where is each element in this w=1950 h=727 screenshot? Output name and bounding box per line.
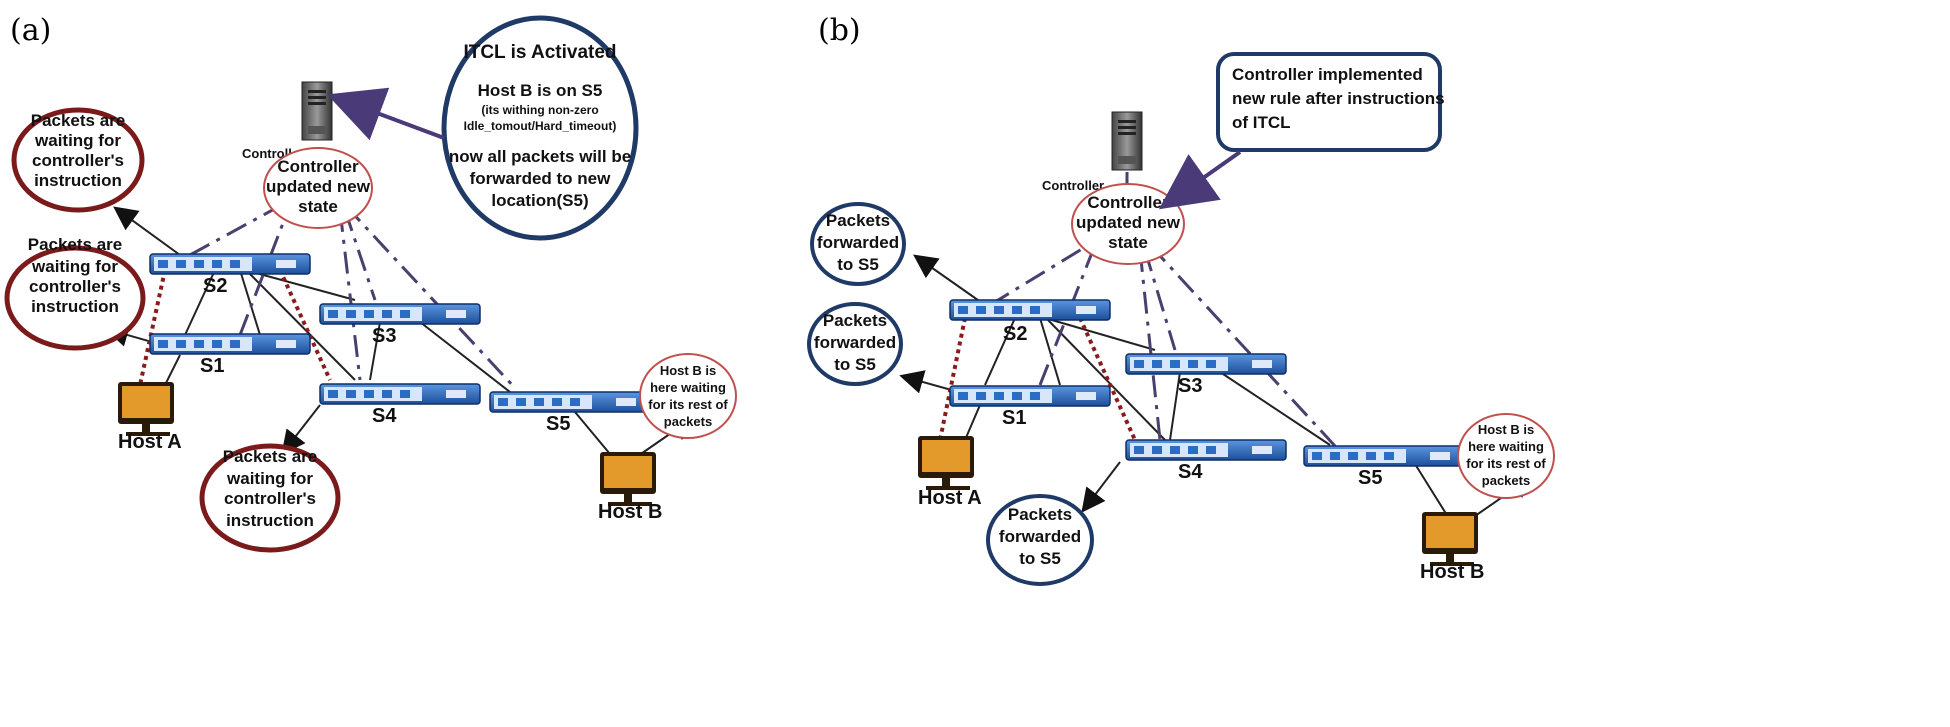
note-waiting-bottom: Packets are waiting for controller's ins… — [199, 443, 341, 553]
note-hostb-waiting: Host B is here waiting for its rest of p… — [639, 353, 737, 439]
switch-s3-label-b: S3 — [1178, 375, 1202, 397]
svg-text:waiting for: waiting for — [31, 257, 118, 276]
svg-text:Packets: Packets — [823, 311, 887, 330]
controller-server-icon — [301, 81, 333, 141]
svg-text:Packets are: Packets are — [28, 235, 123, 254]
svg-text:to S5: to S5 — [837, 255, 879, 274]
svg-text:now all packets will be: now all packets will be — [449, 147, 631, 166]
switch-s1-label: S1 — [200, 355, 224, 377]
note-controller-rule: Controller implemented new rule after in… — [1216, 52, 1445, 152]
note-waiting-middle: Packets are waiting for controller's ins… — [4, 235, 146, 351]
svg-text:instruction: instruction — [31, 297, 119, 316]
switch-s3-icon — [319, 303, 481, 325]
svg-text:forwarded: forwarded — [817, 233, 899, 252]
panel-b-label: (b) — [818, 13, 861, 48]
panel-a-label: (a) — [10, 13, 51, 48]
svg-text:new rule after instructions: new rule after instructions — [1232, 89, 1445, 108]
switch-s4-label-b: S4 — [1178, 461, 1203, 483]
switch-s3-label: S3 — [372, 325, 396, 347]
svg-text:instruction: instruction — [226, 511, 314, 530]
svg-text:Packets: Packets — [826, 211, 890, 230]
svg-text:Host B is on S5: Host B is on S5 — [478, 81, 603, 100]
note-controller-state: Controller updated new state — [263, 147, 373, 229]
svg-text:updated new: updated new — [1076, 213, 1181, 232]
switch-s4-icon — [319, 383, 481, 405]
host-a-label: Host A — [118, 431, 182, 453]
svg-text:Packets are: Packets are — [223, 447, 318, 466]
svg-text:for its rest of: for its rest of — [1466, 456, 1546, 471]
svg-text:waiting for: waiting for — [226, 469, 313, 488]
switch-s4-icon-b — [1125, 439, 1287, 461]
note-waiting-top: Packets are waiting for controller's ins… — [11, 107, 145, 213]
svg-text:to S5: to S5 — [1019, 549, 1061, 568]
itcl-to-controller-arrow — [327, 87, 445, 141]
panel-a: (a) — [4, 13, 737, 553]
note-forwarded-middle: Packets forwarded to S5 — [807, 302, 903, 386]
switch-s2-icon-b — [949, 299, 1111, 321]
svg-text:(its withing non-zero: (its withing non-zero — [481, 103, 598, 117]
switch-s1-icon-b — [949, 385, 1111, 407]
svg-text:Host B is: Host B is — [1478, 422, 1534, 437]
switch-s3-icon-b — [1125, 353, 1287, 375]
host-a-label-b: Host A — [918, 487, 982, 509]
host-a-icon-b — [918, 436, 974, 490]
switch-s1-label-b: S1 — [1002, 407, 1026, 429]
switch-s2-label-b: S2 — [1003, 323, 1027, 345]
host-b-icon-b — [1422, 512, 1478, 566]
svg-text:Packets: Packets — [1008, 505, 1072, 524]
switch-s5-icon — [489, 391, 651, 413]
svg-text:state: state — [1108, 233, 1148, 252]
controller-label-b: Controller — [1042, 178, 1104, 193]
note-forwarded-bottom: Packets forwarded to S5 — [986, 494, 1094, 586]
svg-text:updated new: updated new — [266, 177, 371, 196]
svg-text:of ITCL: of ITCL — [1232, 113, 1291, 132]
host-b-label: Host B — [598, 501, 662, 523]
switch-s4-label: S4 — [372, 405, 397, 427]
host-b-icon — [600, 452, 656, 506]
note-forwarded-top: Packets forwarded to S5 — [810, 202, 906, 286]
svg-text:packets: packets — [664, 414, 712, 429]
svg-text:forwarded to new: forwarded to new — [470, 169, 612, 188]
svg-text:forwarded: forwarded — [999, 527, 1081, 546]
svg-text:controller's: controller's — [224, 489, 316, 508]
note-controller-state-b: Controller updated new state — [1071, 183, 1185, 265]
svg-text:here waiting: here waiting — [650, 380, 726, 395]
svg-text:Controller: Controller — [1087, 193, 1169, 212]
switch-s5-label-b: S5 — [1358, 467, 1382, 489]
svg-text:controller's: controller's — [32, 151, 124, 170]
panel-a-data-paths — [138, 269, 332, 386]
svg-text:Controller implemented: Controller implemented — [1232, 65, 1423, 84]
svg-text:packets: packets — [1482, 473, 1530, 488]
controller-server-icon-b — [1111, 111, 1143, 171]
svg-text:Packets are: Packets are — [31, 111, 126, 130]
switch-s2-label: S2 — [203, 275, 227, 297]
switch-s5-label: S5 — [546, 413, 570, 435]
svg-text:controller's: controller's — [29, 277, 121, 296]
rule-to-state-arrow — [1158, 150, 1242, 210]
host-b-label-b: Host B — [1420, 561, 1484, 583]
panel-b-data-paths — [938, 317, 1137, 441]
host-a-icon — [118, 382, 174, 436]
svg-text:for its rest of: for its rest of — [648, 397, 728, 412]
note-hostb-waiting-b: Host B is here waiting for its rest of p… — [1457, 413, 1555, 499]
switch-s5-icon-b — [1303, 445, 1465, 467]
svg-text:instruction: instruction — [34, 171, 122, 190]
panel-b: (b) Controller — [807, 13, 1555, 586]
itcl-activated-note: ITCL is Activated Host B is on S5 (its w… — [441, 15, 639, 241]
svg-text:waiting for: waiting for — [34, 131, 121, 150]
svg-text:Idle_tomout/Hard_timeout): Idle_tomout/Hard_timeout) — [464, 119, 617, 133]
svg-text:Controller: Controller — [277, 157, 359, 176]
svg-text:to S5: to S5 — [834, 355, 876, 374]
svg-text:state: state — [298, 197, 338, 216]
svg-text:here waiting: here waiting — [1468, 439, 1544, 454]
svg-text:ITCL is Activated: ITCL is Activated — [463, 42, 616, 63]
switch-s2-icon — [149, 253, 311, 275]
switch-s1-icon — [149, 333, 311, 355]
svg-text:forwarded: forwarded — [814, 333, 896, 352]
svg-text:Host B is: Host B is — [660, 363, 716, 378]
svg-text:location(S5): location(S5) — [491, 191, 588, 210]
